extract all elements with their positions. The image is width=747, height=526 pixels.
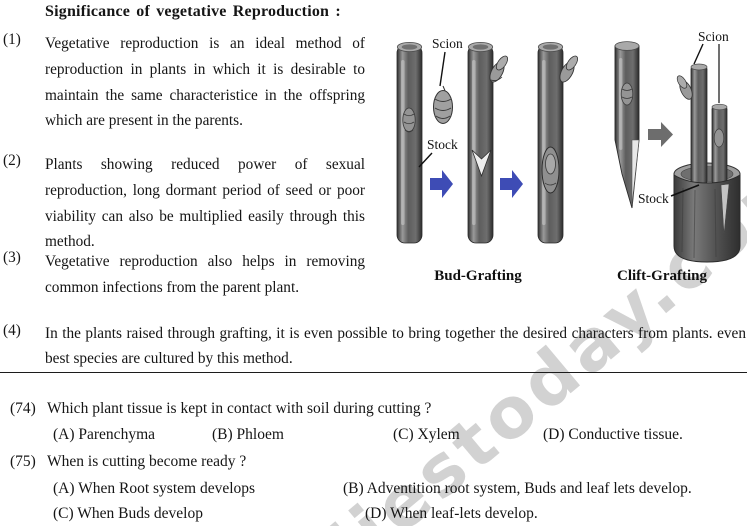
stock-trunk xyxy=(673,174,741,263)
question-74-number: (74) xyxy=(10,400,36,417)
question-75-text: When is cutting become ready ? xyxy=(47,453,247,470)
question-74-option-d: (D) Conductive tissue. xyxy=(543,426,683,443)
right-arrow-icon xyxy=(500,170,523,198)
wedge-cut-face xyxy=(631,139,640,206)
grafted-bud-icon xyxy=(541,146,560,194)
point-4-number: (4) xyxy=(3,322,21,339)
attached-bud-icon xyxy=(676,75,693,100)
clift-graft-result xyxy=(673,63,741,263)
cleft-split xyxy=(720,183,730,235)
clift-stock-label: Stock xyxy=(638,191,669,206)
inserted-scion-stick-tall xyxy=(676,63,708,185)
detached-scion-bud-icon xyxy=(433,85,453,124)
t-cut-notch xyxy=(471,149,492,178)
right-arrow-icon xyxy=(648,122,673,147)
stock-pointer-line xyxy=(418,152,433,168)
point-2-number: (2) xyxy=(3,152,21,169)
bud-grafting-caption: Bud-Grafting xyxy=(434,268,522,284)
bud-scion-label: Scion xyxy=(432,36,463,51)
question-75-number: (75) xyxy=(10,453,36,470)
inserted-scion-stick-short xyxy=(711,103,728,185)
bud-graft-stem-1 xyxy=(396,41,423,244)
question-75-option-b: (B) Adventition root system, Buds and le… xyxy=(343,480,692,497)
point-3-number: (3) xyxy=(3,249,21,266)
clift-scion-label: Scion xyxy=(698,29,729,44)
question-75-option-c: (C) When Buds develop xyxy=(53,505,203,522)
attached-bud-icon xyxy=(559,55,579,83)
scion-pointer-line xyxy=(439,51,446,87)
section-heading: Significance of vegetative Reproduction … xyxy=(45,3,341,20)
scion-pointer-line xyxy=(693,43,704,65)
bud-scar-icon xyxy=(402,107,416,133)
section-divider xyxy=(0,372,747,373)
clift-grafting-caption: Clift-Grafting xyxy=(617,268,707,284)
bud-scar-icon xyxy=(620,82,634,106)
stock-pointer-line xyxy=(670,184,700,197)
question-74-option-a: (A) Parenchyma xyxy=(53,426,155,443)
question-74-option-b: (B) Phloem xyxy=(212,426,284,443)
point-2-text: Plants showing reduced power of sexual r… xyxy=(45,156,365,251)
clift-scion-wedge xyxy=(614,41,640,209)
point-1-number: (1) xyxy=(3,31,21,48)
bud-graft-stem-3 xyxy=(537,41,579,244)
bud-graft-stem-2 xyxy=(467,41,509,244)
question-74-option-c: (C) Xylem xyxy=(393,426,460,443)
point-4-text: In the plants raised through grafting, i… xyxy=(45,325,746,367)
question-75-option-d: (D) When leaf-lets develop. xyxy=(365,505,538,522)
point-3-text: Vegetative reproduction also helps in re… xyxy=(45,253,365,296)
grafting-figure: Scion Stock xyxy=(396,29,741,284)
bud-stock-label: Stock xyxy=(427,137,458,152)
point-1-text: Vegetative reproduction is an ideal meth… xyxy=(45,35,365,130)
right-arrow-icon xyxy=(430,170,453,198)
question-74-text: Which plant tissue is kept in contact wi… xyxy=(47,400,432,417)
attached-bud-icon xyxy=(489,55,509,83)
question-75-option-a: (A) When Root system develops xyxy=(53,480,256,497)
